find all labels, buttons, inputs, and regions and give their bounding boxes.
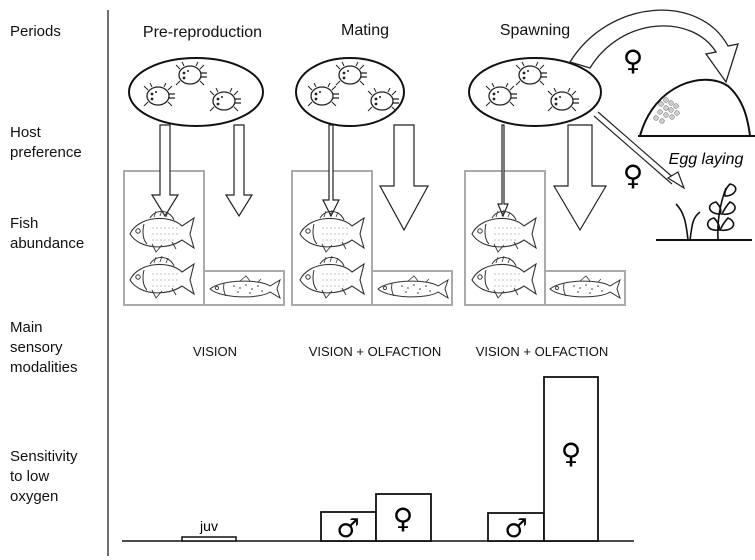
row-label-host-preference: Host preference (10, 124, 82, 161)
row-label-fish-abundance: Fish abundance (10, 215, 85, 252)
modality-mating: VISION + OLFACTION (308, 344, 442, 359)
oxygen-bar-spawning-female (543, 376, 599, 542)
male-symbol-spawning: ♂ (504, 514, 527, 544)
row-label-sensory-modalities: Main sensory modalities (10, 319, 78, 376)
nest-mound-icon (638, 78, 752, 137)
aggregation-ellipse-mating (295, 57, 405, 127)
eggs-icon (653, 97, 680, 124)
host-box-carp-spawning (464, 170, 546, 306)
female-plant-arrow (593, 111, 677, 185)
preference-arrow-carp-mating (322, 124, 340, 218)
carp-icon (129, 209, 195, 299)
female-symbol-mating: ♀ (393, 502, 414, 535)
oxygen-bar-juvenile (181, 536, 237, 542)
host-box-trout-mating (371, 270, 453, 306)
male-symbol-mating: ♂ (336, 514, 359, 544)
trout-icon (549, 275, 621, 299)
modality-spawning: VISION + OLFACTION (475, 344, 609, 359)
female-symbol-nest: ♀ (623, 44, 644, 77)
host-box-trout-pre-reproduction (203, 270, 285, 306)
column-title-pre-reproduction: Pre-reproduction (142, 24, 263, 41)
row-label-periods: Periods (10, 23, 61, 40)
modality-pre-reproduction: VISION (192, 344, 238, 359)
preference-arrow-trout-mating (378, 124, 430, 232)
column-title-mating: Mating (340, 22, 390, 39)
carp-icon (299, 209, 365, 299)
preference-arrow-trout-pre-reproduction (224, 124, 254, 218)
preference-arrow-carp-pre-reproduction (150, 124, 180, 218)
juvenile-label: juv (199, 518, 218, 534)
trout-icon (377, 275, 449, 299)
oxygen-bar-spawning-male (487, 512, 545, 542)
oxygen-bar-mating-female (375, 493, 432, 542)
aggregation-ellipse-pre-reproduction (128, 57, 264, 127)
egg-laying-label: Egg laying (669, 151, 744, 168)
carp-icon (471, 209, 537, 299)
host-box-trout-spawning (544, 270, 626, 306)
column-title-spawning: Spawning (499, 22, 571, 39)
preference-arrow-trout-spawning (552, 124, 608, 232)
female-symbol-plants: ♀ (623, 159, 644, 192)
row-label-oxygen-sensitivity: Sensitivity to low oxygen (10, 448, 78, 505)
plants-icon (656, 183, 752, 241)
aggregation-ellipse-spawning (468, 57, 602, 127)
preference-arrow-carp-spawning (497, 124, 509, 218)
oxygen-bar-mating-male (320, 511, 377, 542)
female-nest-arrow (568, 9, 739, 84)
female-plant-arrow-head (666, 171, 686, 190)
trout-icon (209, 275, 281, 299)
female-symbol-spawning: ♀ (561, 437, 582, 470)
